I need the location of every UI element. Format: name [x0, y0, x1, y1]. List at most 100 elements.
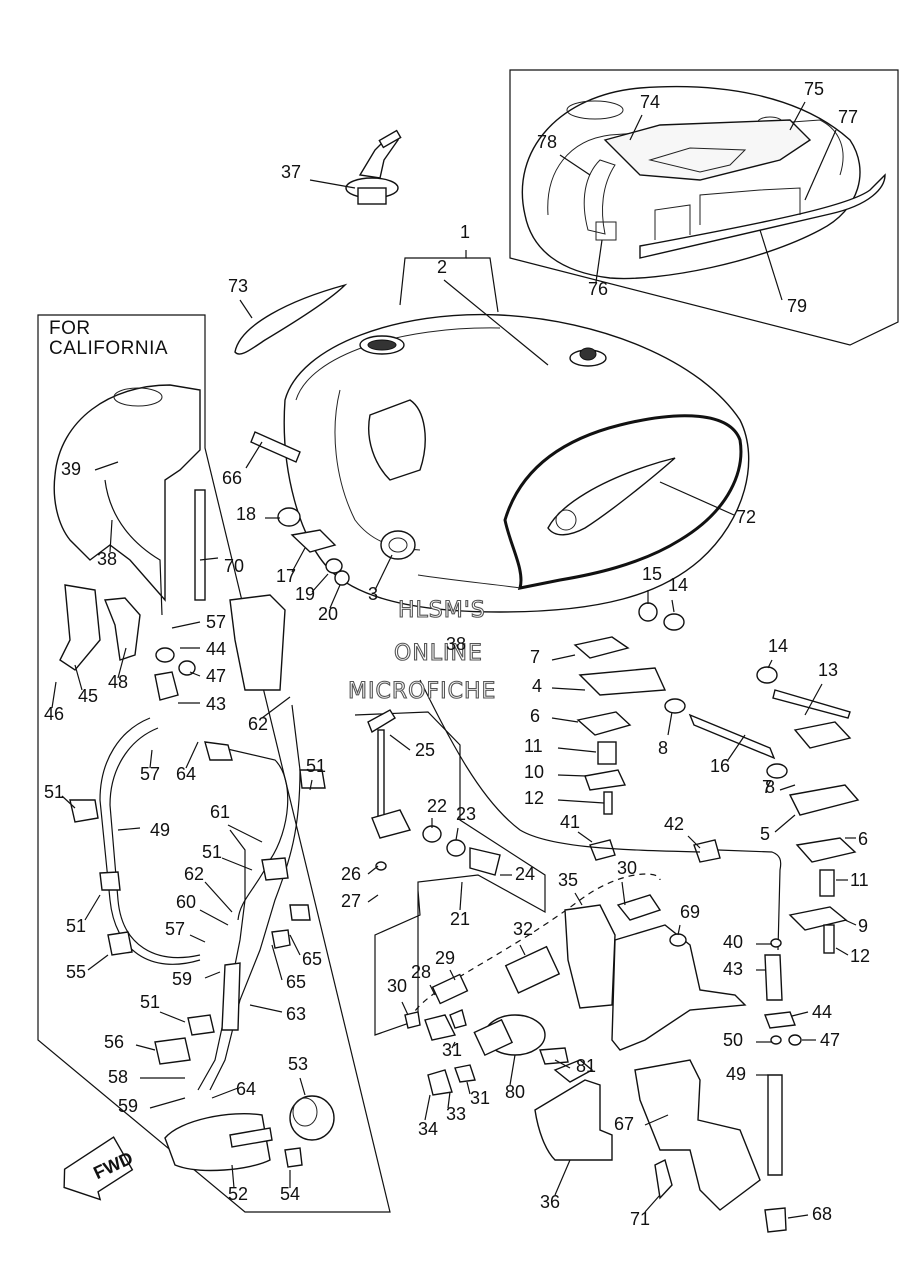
leader-line-c39 [94, 461, 119, 471]
tank-decal-73 [234, 283, 348, 355]
callout-c31a: 31 [442, 1040, 462, 1060]
leader-line-c44b [791, 1011, 809, 1017]
callout-c23: 23 [456, 804, 476, 824]
leader-line-c35 [574, 892, 583, 906]
leader-line-c21 [459, 881, 463, 911]
callout-c34: 34 [418, 1119, 438, 1139]
fwd-arrow: FWD [63, 1136, 136, 1201]
callout-c64b: 64 [236, 1079, 256, 1099]
callout-layer: 1234566778891011111212131414151617181920… [44, 79, 870, 1229]
leader-line-c78 [559, 154, 591, 176]
leader-line-c53 [299, 1077, 306, 1096]
callout-c28: 28 [411, 962, 431, 982]
callout-c77: 77 [838, 107, 858, 127]
leader-line-c28 [429, 984, 436, 996]
callout-c19: 19 [295, 584, 315, 604]
inset-label-line1: FOR [49, 318, 91, 339]
callout-c6a: 6 [530, 706, 540, 726]
leader-line-c45 [74, 664, 83, 691]
callout-c58: 58 [108, 1067, 128, 1087]
leader-line-c61 [227, 824, 263, 843]
callout-c44b: 44 [812, 1002, 832, 1022]
callout-c7b: 7 [762, 777, 772, 797]
leader-line-c11a [557, 747, 597, 753]
leader-line-c55 [87, 954, 109, 971]
fuel-tank [283, 313, 750, 613]
callout-c61: 61 [210, 802, 230, 822]
california-inset [37, 314, 391, 1213]
callout-c51c: 51 [202, 842, 222, 862]
leader-line-c30b [621, 881, 626, 906]
callout-c75: 75 [804, 79, 824, 99]
decal-inset [509, 69, 899, 346]
leader-line-c8a [667, 711, 673, 736]
callout-c30a: 30 [387, 976, 407, 996]
leader-line-c2 [443, 279, 549, 366]
callout-c31b: 31 [470, 1088, 490, 1108]
callout-c76: 76 [588, 279, 608, 299]
leader-line-c76 [595, 239, 603, 283]
leader-line-c51b [309, 779, 313, 791]
callout-c1: 1 [460, 222, 470, 242]
callout-c14b: 14 [768, 636, 788, 656]
leader-line-c9 [844, 919, 857, 926]
leader-line-c7b [779, 784, 796, 791]
leader-line-c63 [249, 1004, 283, 1013]
callout-c8b: 8 [765, 777, 775, 797]
callout-c66: 66 [222, 468, 242, 488]
watermark-line1: HLSM'S [398, 598, 486, 623]
callout-c57c: 57 [165, 919, 185, 939]
callout-c41: 41 [560, 812, 580, 832]
leader-line-c47a [189, 671, 201, 677]
callout-c33: 33 [446, 1104, 466, 1124]
callout-c57a: 57 [206, 612, 226, 632]
leader-line-c31a [451, 1041, 456, 1049]
leader-line-c25 [389, 734, 411, 751]
callout-c53: 53 [288, 1054, 308, 1074]
callout-c55: 55 [66, 962, 86, 982]
leader-line-c59b [149, 1097, 186, 1109]
leader-line-c31b [466, 1081, 471, 1095]
leader-line-c5 [774, 814, 796, 833]
callout-c47a: 47 [206, 666, 226, 686]
callout-c11b: 11 [850, 870, 869, 890]
leader-line-c68 [787, 1214, 809, 1219]
fuel-cock-group [354, 709, 546, 1036]
leader-line-c14a [671, 599, 675, 613]
callout-c25: 25 [415, 740, 435, 760]
leader-line-c51e [159, 1011, 186, 1023]
leader-line-c13 [804, 683, 823, 716]
callout-c54: 54 [280, 1184, 300, 1204]
leader-line-c56 [135, 1044, 156, 1051]
leader-line-c4 [551, 687, 586, 691]
leader-line-c17 [291, 547, 306, 573]
callout-c11a: 11 [524, 736, 543, 756]
leader-line-c14b [767, 659, 773, 669]
callout-c62b: 62 [184, 864, 204, 884]
callout-c69: 69 [680, 902, 700, 922]
callout-c57b: 57 [140, 764, 160, 784]
callout-c39: 39 [61, 459, 81, 479]
callout-c2: 2 [437, 257, 447, 277]
callout-c14a: 14 [668, 575, 688, 595]
leader-line-c75 [789, 101, 806, 131]
callout-c12b: 12 [850, 946, 870, 966]
callout-c51b: 51 [306, 756, 326, 776]
leader-line-c52 [231, 1164, 235, 1189]
callout-c51a: 51 [44, 782, 64, 802]
leader-line-c20 [329, 584, 341, 609]
leader-line-c57b [149, 749, 153, 769]
leader-line-c64a [185, 741, 199, 769]
callout-c3: 3 [368, 584, 378, 604]
callout-c71: 71 [630, 1209, 650, 1229]
callout-c80: 80 [505, 1082, 525, 1102]
callout-c65b: 65 [286, 972, 306, 992]
callout-c45: 45 [78, 686, 98, 706]
leader-line-c27 [367, 894, 379, 903]
callout-c81: 81 [576, 1056, 596, 1076]
callout-c59a: 59 [172, 969, 192, 989]
leader-line-c74 [629, 114, 643, 141]
callout-c51e: 51 [140, 992, 160, 1012]
callout-c42: 42 [664, 814, 684, 834]
